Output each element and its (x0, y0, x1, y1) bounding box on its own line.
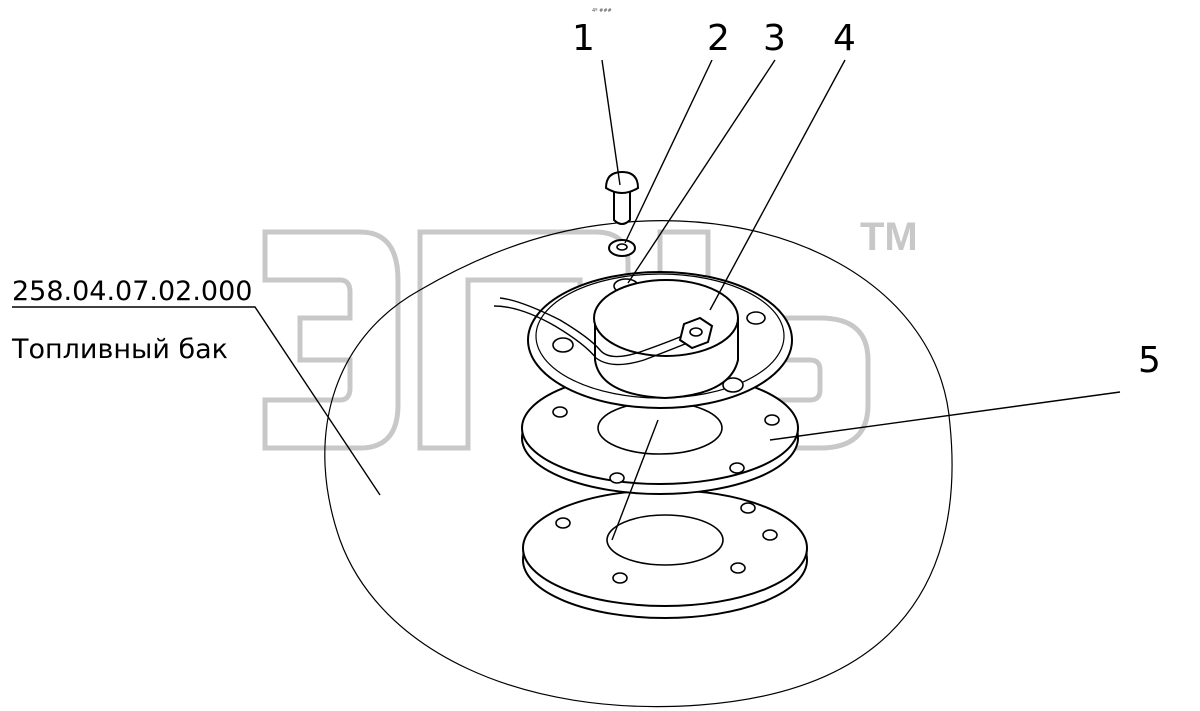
fuel-tank-outline (324, 220, 953, 708)
sender-tube-lower (611, 419, 659, 541)
callout-2: 2 (707, 18, 730, 59)
part-2-washer (608, 239, 636, 257)
assembly-name: Топливный бак (11, 334, 228, 365)
callout-3: 3 (763, 18, 786, 59)
callout-1: 1 (572, 18, 595, 59)
watermark-trademark: TM (860, 215, 918, 259)
watermark-logo: TM (262, 215, 918, 451)
part-1-screw (604, 170, 640, 225)
bottom-flange (522, 489, 808, 619)
part-4-sensor (493, 279, 739, 400)
top-mark: 4º ### (592, 8, 612, 14)
callout-4: 4 (833, 18, 856, 59)
assembly-code: 258.04.07.02.000 (12, 276, 252, 307)
leader-lines (12, 59, 1121, 496)
part-5-gasket (521, 371, 799, 495)
callout-5: 5 (1138, 340, 1161, 381)
